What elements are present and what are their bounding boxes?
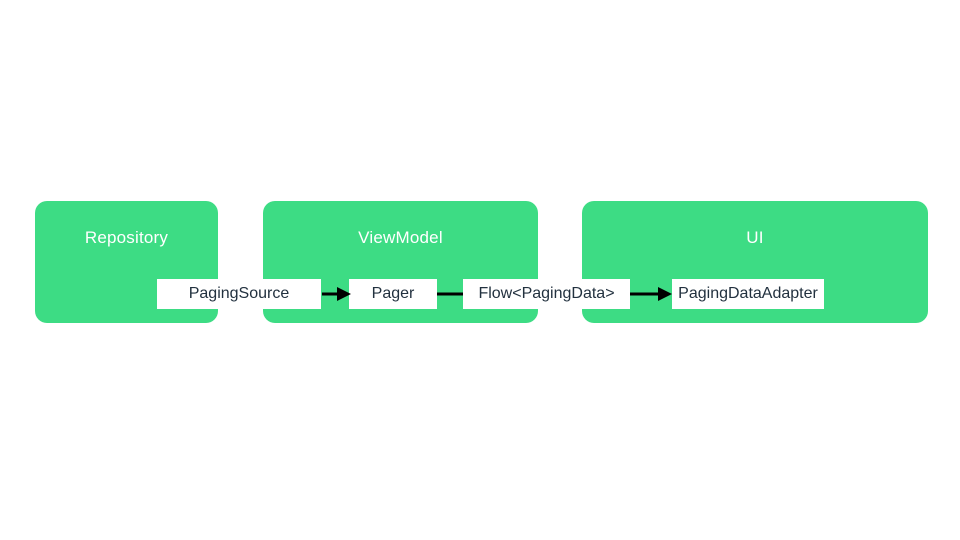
node-flow-paging-data: Flow<PagingData> [463,279,630,309]
node-pager: Pager [349,279,437,309]
node-paging-source: PagingSource [157,279,321,309]
container-repository-title: Repository [84,228,169,247]
container-viewmodel-title: ViewModel [358,228,443,247]
container-ui-title: UI [746,228,764,247]
node-paging-data-adapter: PagingDataAdapter [672,279,824,309]
